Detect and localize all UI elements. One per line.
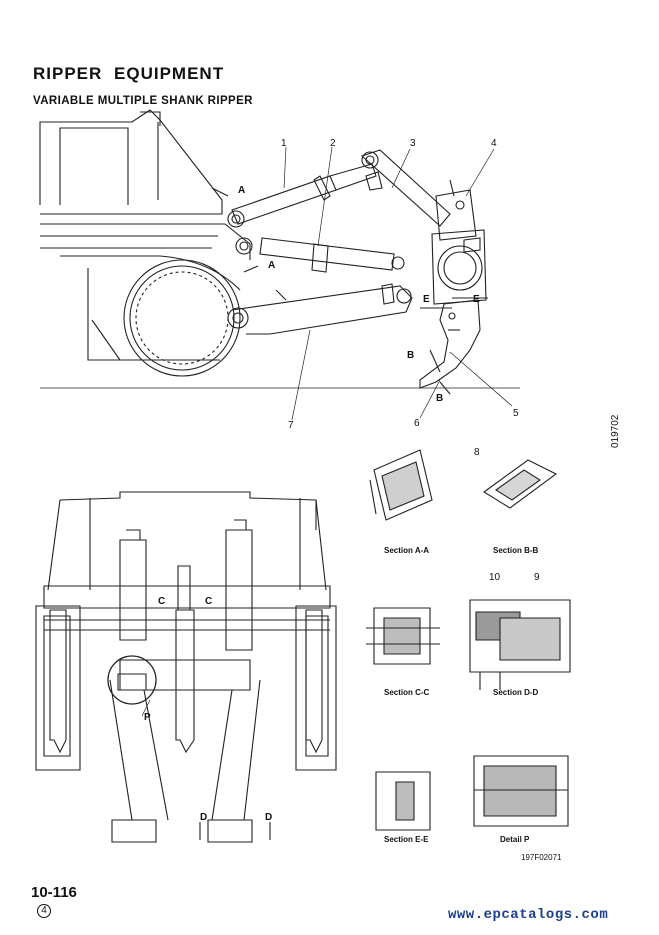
caption-section-cc: Section C-C [384,688,430,697]
callout-6: 6 [414,418,420,429]
callout-1: 1 [281,138,287,149]
caption-detail-p: Detail P [500,835,530,844]
section-mark-c-left: C [158,596,166,607]
section-mark-d-right: D [265,812,273,823]
callout-10: 10 [489,572,501,583]
callout-9: 9 [534,572,540,583]
callout-4: 4 [491,138,497,149]
section-mark-a-lower: A [268,260,276,271]
page-number: 10-116 [31,884,77,901]
callout-8: 8 [474,447,480,458]
revision-mark: 4 [37,904,51,918]
section-mark-b-right: B [436,393,444,404]
caption-section-bb: Section B-B [493,546,539,555]
section-mark-b-left: B [407,350,415,361]
section-mark-e-right: E [473,294,480,305]
detail-mark-p: P [144,712,151,723]
caption-section-ee: Section E-E [384,835,429,844]
watermark-text: www.epcatalogs.com [448,907,609,923]
callout-7: 7 [288,420,294,431]
callout-3: 3 [410,138,416,149]
page-subtitle: VARIABLE MULTIPLE SHANK RIPPER [33,95,253,107]
section-mark-a-upper: A [238,185,246,196]
callout-2: 2 [330,138,336,149]
section-mark-d-left: D [200,812,208,823]
caption-section-aa: Section A-A [384,546,430,555]
drawing-code: 197F02071 [521,853,562,862]
section-mark-c-right: C [205,596,213,607]
caption-section-dd: Section D-D [493,688,539,697]
section-mark-e-left: E [423,294,430,305]
callout-5: 5 [513,408,519,419]
page-title: RIPPER EQUIPMENT [33,64,225,83]
figure-code: 019702 [610,414,621,448]
